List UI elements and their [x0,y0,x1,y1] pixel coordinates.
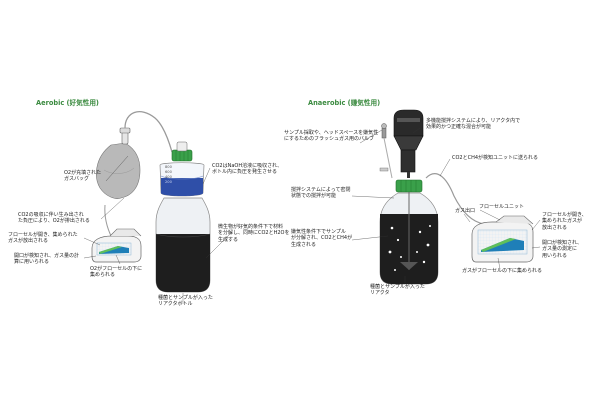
label-flow-unit: フローセルユニット [479,204,525,210]
gas-bag-icon [96,127,141,199]
graduation-label: 200 [165,180,172,184]
stirrer-motor-icon [393,109,424,178]
label-stirring: 多機能撹拌システムにより、リアクタ内で 効果的かつ正確な混合が可能 [426,118,521,131]
leader-lines [83,155,233,304]
label-o2-collected: O2がフローセルの下に 集められる [90,266,143,279]
label-ch4-produced: 嫌気性条件下でサンプル が分解され、CO2とCH4が 生成される [291,229,353,248]
label-flush-valve: サンプル採取や、ヘッドスペースを嫌気性 にするためのフラッシュガス用のバルブ [284,130,379,143]
label-flow-cell-gas: フローセルが開き、集められた ガスが放出される [8,232,78,245]
flow-cell-icon [91,228,142,263]
tube [425,173,485,225]
label-count-opening: 開口が検知され、ガス量の計 算に用いられる [14,253,80,266]
aerobic-title: Aerobic (好気性用) [36,99,99,107]
anaerobic-title: Anaerobic (嫌気性用) [308,99,381,107]
flow-cell-icon [471,215,534,263]
label-bottle: 種菌とサンプルが入った リアクタボトル [158,295,213,308]
tube [124,111,173,153]
label-gas-sent: CO2とCH4が検知ユニットに送られる [452,155,539,161]
bottle-icon [155,141,211,293]
label-count-opening-an: 開口が検知され、 ガス量の測定に 用いられる [542,240,583,259]
valve-icon [379,123,393,179]
label-sealed-stir: 撹拌システムによって密閉 状態での撹拌が可能 [291,187,351,200]
graduation-label: 600 [165,170,172,174]
graduation-label: 800 [165,165,172,169]
label-microbe: 微生物が好気的条件下で材料 を分解し、同時にCO2とH2Oを 生成する [218,224,290,243]
label-flow-cell-gas-an: フローセルが開き、 集められたガスが 放出される [542,212,587,231]
label-negative-pressure: CO2の吸収に伴い生み出され た負圧により、O2が排出される [18,212,90,225]
graduation-label: 400 [165,175,172,179]
label-reactor: 種菌とサンプルが入った リアクタ [370,284,425,297]
leader-lines [351,127,541,283]
label-gas-outlet: ガス出口 [455,208,476,214]
reactor-icon [379,179,439,285]
label-gas-bag: O2が充填された ガスバッグ [64,170,102,183]
label-co2-absorbed: CO2はNaOH溶液に吸収され、 ボトル内に負圧を発生させる [212,163,283,176]
label-gas-collected: ガスがフローセルの下に集められる [462,268,543,274]
